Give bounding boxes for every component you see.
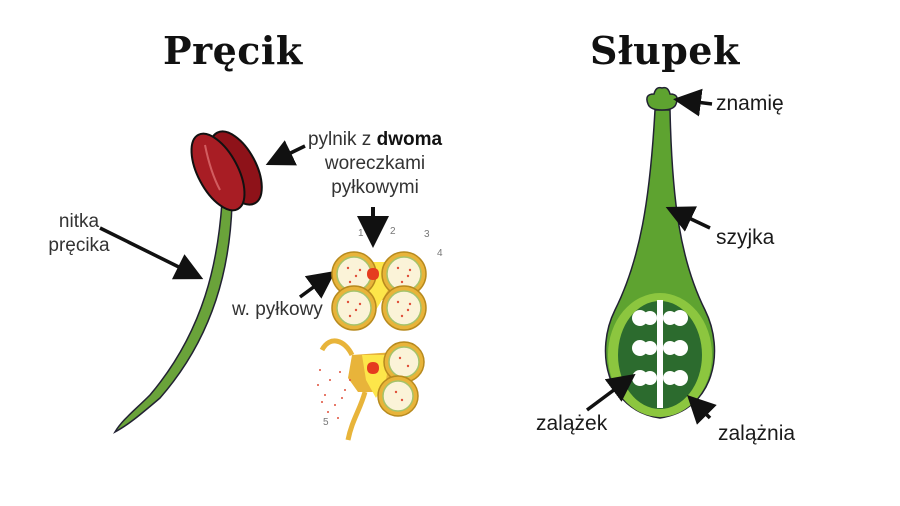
label-ovule: zalążek bbox=[536, 412, 608, 435]
label-anther-bold: dwoma bbox=[376, 129, 443, 150]
label-ovary: zalążnia bbox=[718, 422, 796, 445]
arrow-anther bbox=[265, 140, 306, 166]
anther-cross-section-closed bbox=[331, 251, 427, 331]
label-anther-prefix: pylnik z bbox=[307, 129, 377, 150]
label-anther: pylnik z dwoma woreczkami pyłkowymi bbox=[300, 128, 450, 200]
filament bbox=[113, 201, 233, 434]
anther-cross-section-open bbox=[317, 338, 425, 441]
num-1: 1 bbox=[358, 228, 364, 239]
arrow-style bbox=[665, 206, 711, 232]
label-filament-line1: nitka bbox=[58, 211, 100, 232]
num-5: 5 bbox=[323, 417, 329, 428]
label-anther-line2: woreczkami bbox=[324, 153, 426, 174]
arrow-ovary bbox=[687, 395, 717, 425]
label-filament-line2: pręcika bbox=[48, 235, 110, 256]
label-style: szyjka bbox=[716, 226, 775, 249]
arrow-pollen-sac bbox=[298, 270, 336, 299]
num-2: 2 bbox=[390, 226, 396, 237]
label-anther-line3: pyłkowymi bbox=[331, 177, 419, 198]
arrow-ovule bbox=[585, 373, 636, 412]
label-pollen-sac: w. pyłkowy bbox=[232, 299, 323, 320]
stamen-title: Pręcik bbox=[163, 28, 303, 73]
num-4: 4 bbox=[437, 248, 443, 259]
num-3: 3 bbox=[424, 229, 430, 240]
pistil-shape bbox=[604, 86, 716, 419]
label-filament: nitka pręcika bbox=[44, 210, 114, 258]
arrow-filament bbox=[99, 226, 204, 280]
pistil-title: Słupek bbox=[590, 28, 740, 73]
anther bbox=[190, 130, 263, 212]
arrow-stigma bbox=[673, 88, 713, 117]
label-stigma: znamię bbox=[716, 92, 784, 115]
